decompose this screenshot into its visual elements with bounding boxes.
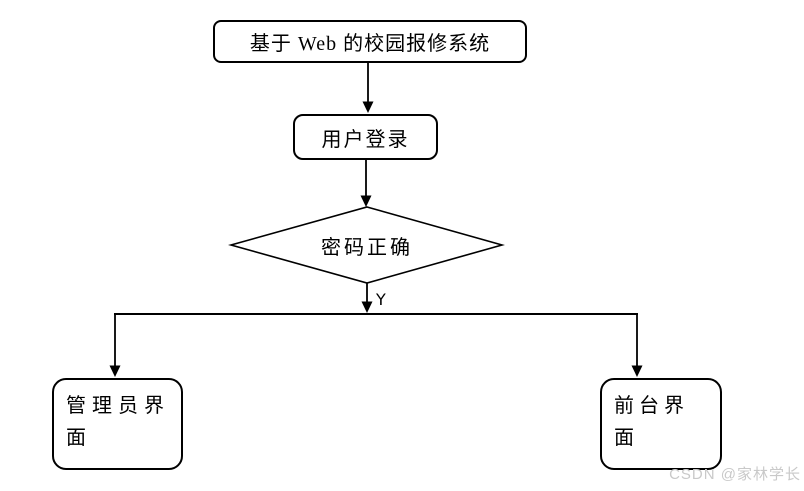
node-admin-interface-line2: 面 bbox=[66, 427, 92, 449]
node-user-login-label: 用户登录 bbox=[321, 128, 410, 151]
node-system-title-label: 基于 Web 的校园报修系统 bbox=[249, 33, 491, 55]
arrowhead-branch-to-front bbox=[631, 365, 643, 377]
arrowhead-login-to-decision bbox=[360, 195, 372, 207]
node-system-title: 基于 Web 的校园报修系统 bbox=[213, 20, 527, 63]
arrowhead-decision-to-branch bbox=[361, 301, 373, 313]
arrowhead-branch-to-admin bbox=[109, 365, 121, 377]
csdn-watermark: CSDN @家林学长 bbox=[669, 466, 801, 483]
node-admin-interface: 管理员界 面 bbox=[52, 378, 183, 470]
arrowhead-title-to-login bbox=[362, 101, 374, 113]
node-front-interface-label: 前台界面 bbox=[614, 395, 689, 449]
decision-diamond-shape bbox=[228, 206, 505, 284]
node-user-login: 用户登录 bbox=[293, 114, 438, 160]
branch-yes-label: Y bbox=[376, 290, 386, 309]
node-front-interface: 前台界面 bbox=[600, 378, 722, 470]
node-admin-interface-line1: 管理员界 bbox=[66, 395, 170, 417]
